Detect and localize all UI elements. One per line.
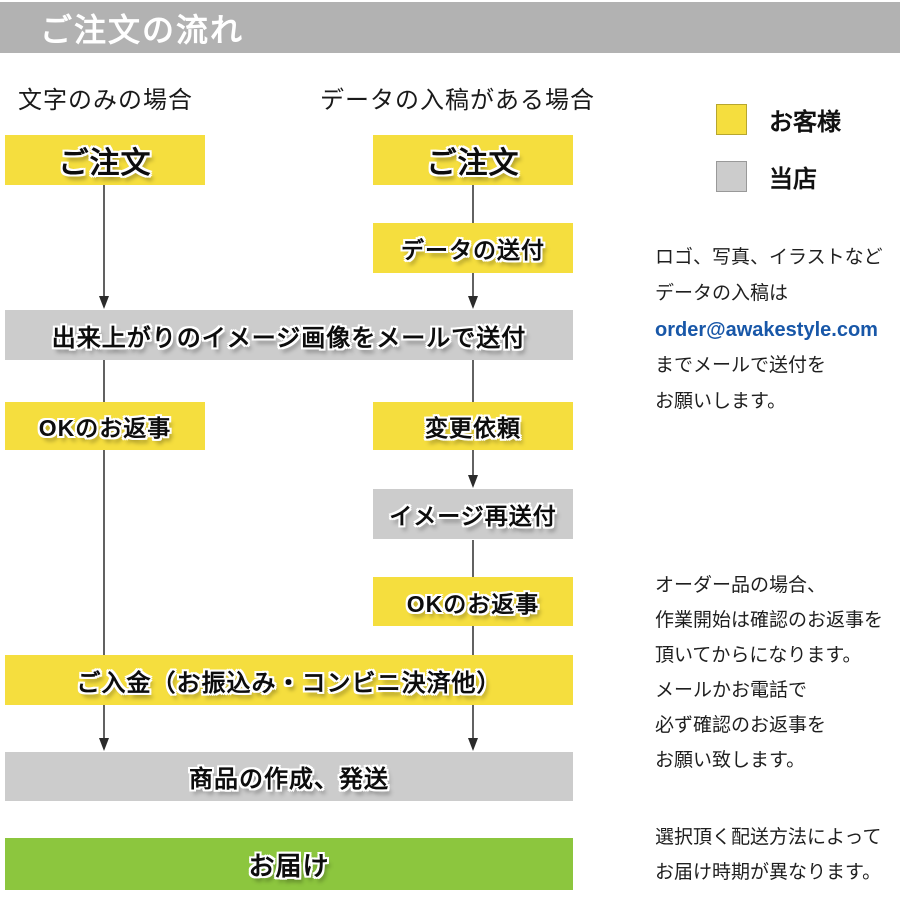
legend-label-customer: お客様: [769, 109, 841, 136]
flow-step-order-text-only: ご注文: [5, 135, 205, 185]
flow-step-label: 変更依頼: [425, 415, 521, 441]
page-title: ご注文の流れ: [40, 11, 245, 48]
flow-step-label: OKのお返事: [38, 415, 172, 441]
note-line: 選択頂く配送方法によって: [655, 827, 882, 848]
note-line: オーダー品の場合、: [655, 575, 827, 596]
note-line: 頂いてからになります。: [655, 645, 862, 666]
flow-step-label: ご入金（お振込み・コンビニ決済他）: [76, 669, 502, 697]
note-line: 必ず確認のお返事を: [655, 715, 827, 736]
note-line: メールかお電話で: [655, 680, 808, 701]
flow-step-ok-reply-mid: OKのお返事: [373, 577, 573, 626]
store-color-swatch: [716, 161, 747, 192]
flow-step-data-send: データの送付: [373, 223, 573, 273]
legend-item-store: 当店: [716, 159, 817, 194]
flow-step-label: お届け: [248, 850, 330, 881]
flow-step-label: 出来上がりのイメージ画像をメールで送付: [51, 324, 527, 352]
flow-step-label: ご注文: [58, 147, 152, 180]
note-order-confirmation: オーダー品の場合、 作業開始は確認のお返事を 頂いてからになります。 メールかお…: [655, 568, 883, 778]
note-line: ロゴ、写真、イラストなど: [655, 247, 883, 268]
note-line: お願い致します。: [655, 750, 806, 771]
flow-step-image-resend: イメージ再送付: [373, 489, 573, 539]
flow-step-production-shipping: 商品の作成、発送: [5, 752, 573, 801]
flow-step-label: 商品の作成、発送: [189, 766, 389, 793]
legend-item-customer: お客様: [716, 102, 841, 137]
flow-step-order-with-data: ご注文: [373, 135, 573, 185]
arrowhead-icon: [468, 738, 478, 751]
arrowhead-icon: [468, 296, 478, 309]
note-data-submission: ロゴ、写真、イラストなど データの入稿は order@awakestyle.co…: [655, 240, 883, 420]
arrowhead-icon: [99, 296, 109, 309]
flow-step-ok-reply-left: OKのお返事: [5, 402, 205, 450]
note-line: データの入稿は: [655, 283, 789, 304]
flow-step-payment: ご入金（お振込み・コンビニ決済他）: [5, 655, 573, 705]
flow-step-change-request: 変更依頼: [373, 402, 573, 450]
flow-step-label: イメージ再送付: [389, 503, 557, 529]
note-line: お届け時期が異なります。: [655, 862, 882, 883]
note-line: お願いします。: [655, 391, 787, 412]
flow-step-label: OKのお返事: [406, 590, 540, 617]
note-line: までメールで送付を: [655, 355, 827, 376]
arrowhead-icon: [468, 475, 478, 488]
flow-step-image-mail: 出来上がりのイメージ画像をメールで送付: [5, 310, 573, 360]
arrowhead-icon: [99, 738, 109, 751]
email-link[interactable]: order@awakestyle.com: [655, 319, 878, 341]
customer-color-swatch: [716, 104, 747, 135]
column-label-data-submission: データの入稿がある場合: [320, 87, 595, 114]
page-header: ご注文の流れ: [0, 2, 900, 53]
legend-label-store: 当店: [769, 166, 817, 193]
flow-step-label: データの送付: [401, 237, 545, 263]
note-line: 作業開始は確認のお返事を: [655, 610, 884, 631]
note-shipping-timing: 選択頂く配送方法によって お届け時期が異なります。: [655, 820, 881, 890]
column-label-text-only: 文字のみの場合: [18, 87, 193, 114]
flow-step-label: ご注文: [426, 147, 520, 180]
flow-step-delivery: お届け: [5, 838, 573, 890]
